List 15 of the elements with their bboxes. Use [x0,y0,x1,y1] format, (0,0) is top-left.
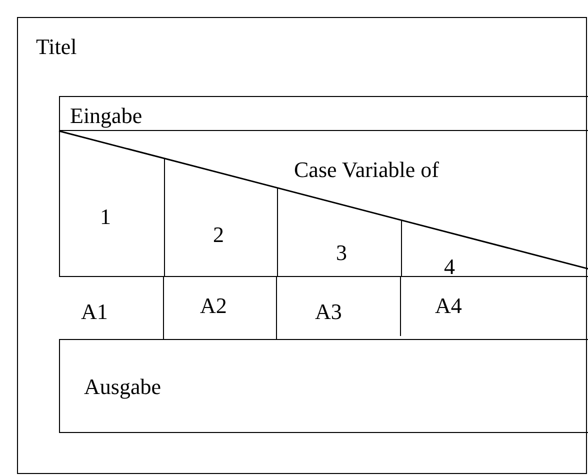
label-text: Ausgabe [84,376,161,398]
output-block [59,339,588,433]
label-text: A2 [200,295,227,317]
label-text: A3 [315,301,342,323]
label-text: A1 [81,301,108,323]
frame [17,17,587,474]
label-text: 4 [444,256,455,278]
input-block [59,96,588,131]
label-text: 3 [336,242,347,264]
label-text: A4 [435,295,462,317]
label-text: 2 [213,224,224,246]
case-condition-text: Case Variable of [294,159,439,181]
title-text: Titel [36,36,77,58]
label-text: 1 [100,206,111,228]
label-text: Eingabe [70,105,142,127]
